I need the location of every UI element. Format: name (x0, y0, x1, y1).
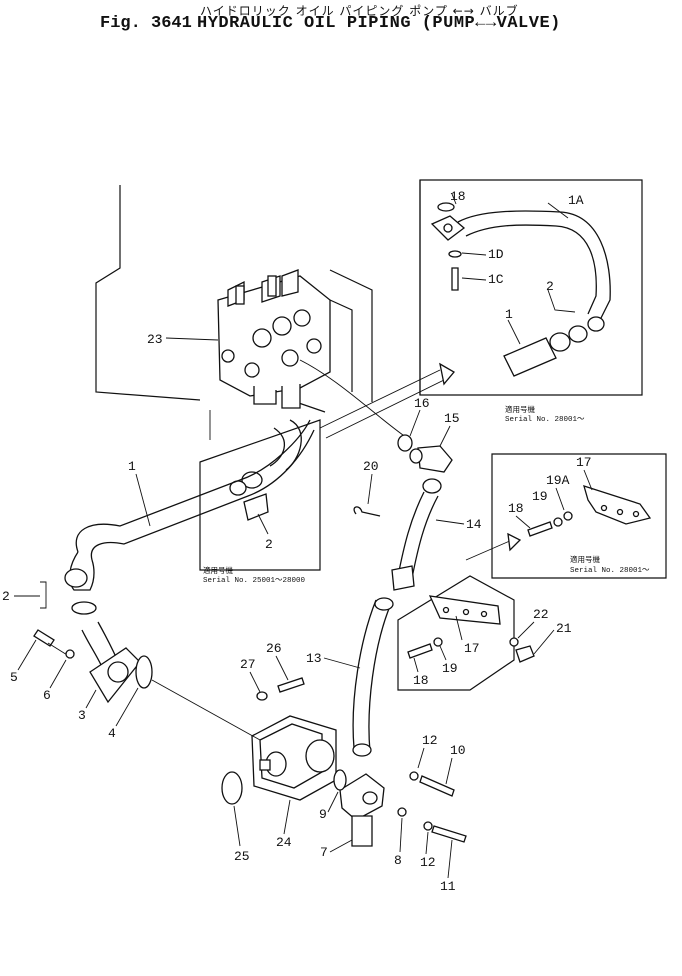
serial-notes: 適用号機 Serial No. 28001～ 適用号機 Serial No. 2… (203, 404, 650, 585)
control-valve-assembly (217, 269, 331, 409)
serial-note-top-en: Serial No. 28001～ (505, 416, 585, 424)
callout-1d: 1D (488, 247, 504, 262)
callout-6: 6 (43, 688, 51, 703)
tube-14 (391, 478, 442, 591)
callout-27: 27 (240, 657, 256, 672)
inset-box-right (491, 453, 667, 579)
callout-8: 8 (394, 853, 402, 868)
callout-16: 16 (414, 396, 430, 411)
bolts-10-11 (409, 771, 467, 843)
callout-24: 24 (276, 835, 292, 850)
callout-10: 10 (450, 743, 466, 758)
callout-2-top: 2 (546, 279, 554, 294)
inset-box-top (419, 179, 643, 396)
callout-3: 3 (78, 708, 86, 723)
callout-21: 21 (556, 621, 572, 636)
callout-12-top: 12 (422, 733, 438, 748)
callout-14: 14 (466, 517, 482, 532)
serial-note-right-en: Serial No. 28001～ (570, 567, 650, 575)
serial-note-right-jp: 適用号機 (570, 554, 600, 565)
callout-1a: 1A (568, 193, 584, 208)
callout-23: 23 (147, 332, 163, 347)
callout-15: 15 (444, 411, 460, 426)
callout-17-main: 17 (464, 641, 480, 656)
callout-1-left: 1 (128, 459, 136, 474)
serial-note-mid-jp: 適用号機 (203, 565, 233, 576)
callout-5: 5 (10, 670, 18, 685)
callout-1-top: 1 (505, 307, 513, 322)
bracket-17-main (397, 575, 535, 691)
callout-20: 20 (363, 459, 379, 474)
inset-top-leaders (451, 193, 576, 345)
callout-17-inset: 17 (576, 455, 592, 470)
flange-elbow-3 (33, 621, 153, 704)
callout-18-top: 18 (450, 189, 466, 204)
o-ring-16 (397, 434, 413, 452)
callout-11: 11 (440, 879, 456, 894)
bracket-17-inset (527, 485, 652, 537)
suction-elbow-7 (333, 769, 407, 847)
diagram-title: HYDRAULIC OIL PIPING (PUMP←→VALVE) (197, 14, 561, 33)
fitting-15 (409, 445, 453, 473)
inset-box-mid (199, 419, 321, 571)
hydraulic-pump-24 (221, 715, 337, 805)
callout-2-mid: 2 (265, 537, 273, 552)
callout-2-left: 2 (2, 589, 10, 604)
callout-19a: 19A (546, 473, 570, 488)
callout-1c: 1C (488, 272, 504, 287)
callout-22: 22 (533, 607, 549, 622)
callout-18-inset: 18 (508, 501, 524, 516)
callout-19-main: 19 (442, 661, 458, 676)
callout-7: 7 (320, 845, 328, 860)
pipe-inset-mid (229, 419, 302, 521)
clamp-2-left (14, 568, 97, 615)
bolts-26-27 (256, 677, 305, 701)
callout-26: 26 (266, 641, 282, 656)
figure-number: Fig. 3641 (100, 14, 192, 33)
hose-1-main (68, 419, 315, 591)
callout-4: 4 (108, 726, 116, 741)
callout-12-bottom: 12 (420, 855, 436, 870)
serial-note-top-jp: 適用号機 (505, 404, 535, 415)
callout-9: 9 (319, 807, 327, 822)
hose-13 (352, 597, 394, 757)
japanese-title: ハイドロリック オイル パイピング ポンプ ←→ バルブ (200, 4, 519, 18)
callout-13: 13 (306, 651, 322, 666)
callout-19-inset: 19 (532, 489, 548, 504)
serial-note-mid-en: Serial No. 25001～28000 (203, 577, 306, 585)
direction-arrows (299, 359, 522, 561)
callout-25: 25 (234, 849, 250, 864)
callout-labels: 23 18 1A 1D 1C 1 2 16 15 20 17 19A 14 18… (2, 189, 593, 894)
callout-18-main: 18 (413, 673, 429, 688)
pipe-1a (430, 202, 611, 377)
clip-20 (353, 506, 381, 517)
